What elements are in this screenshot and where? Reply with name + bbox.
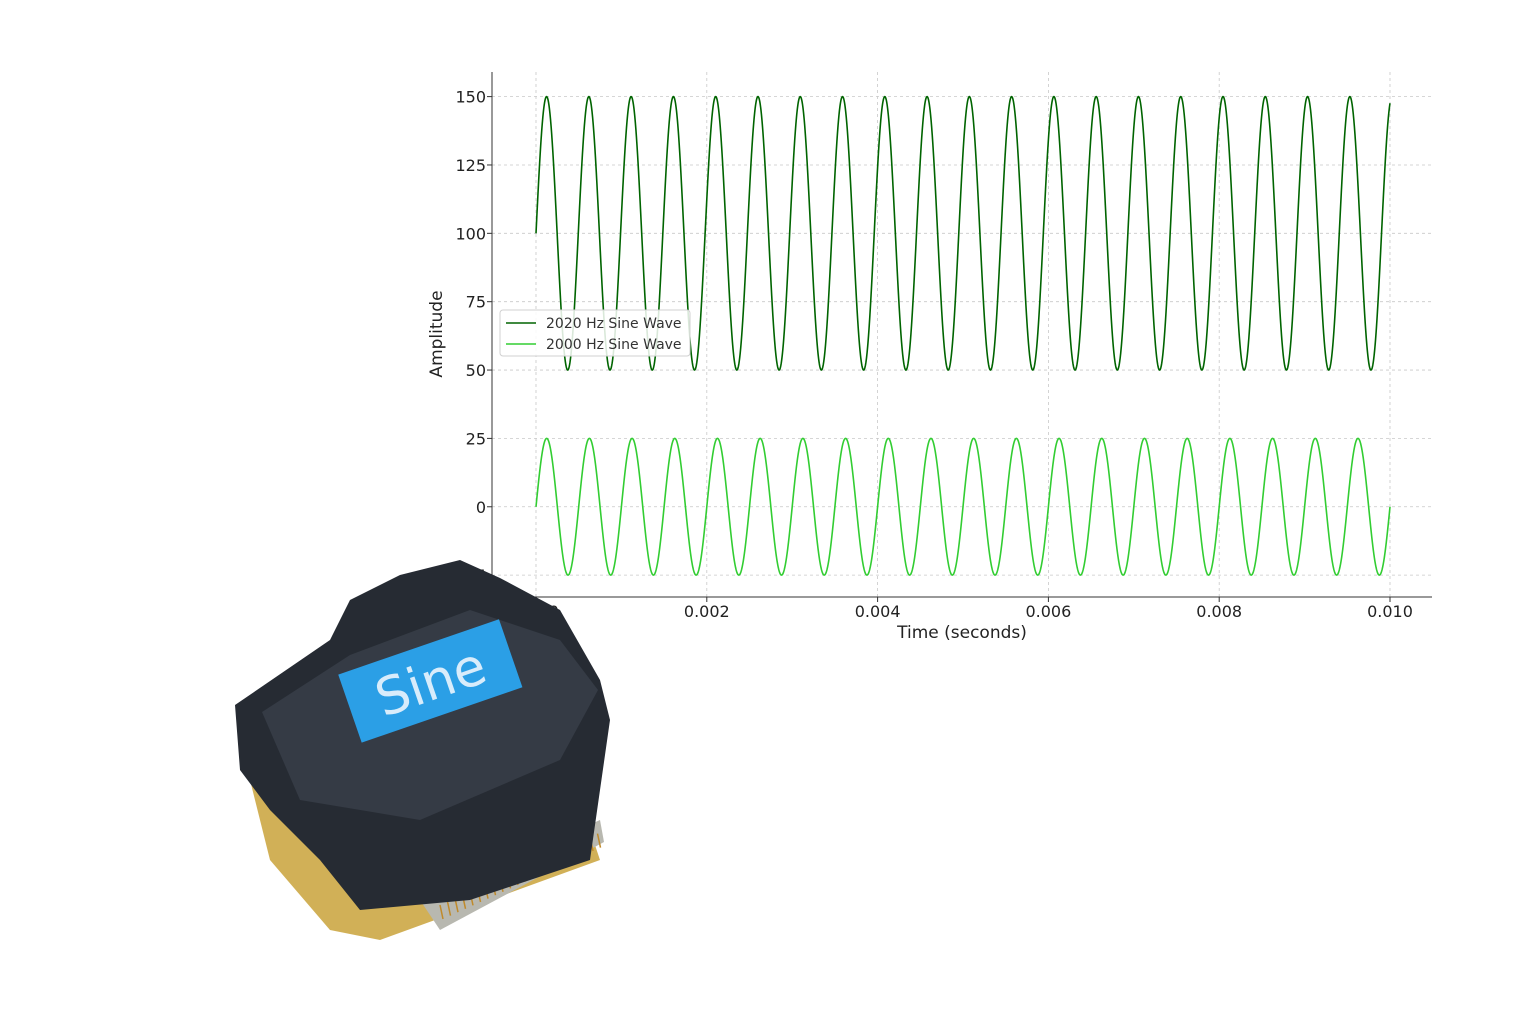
y-tick-label: 100 [455,224,486,243]
connector-pin [446,901,452,916]
x-tick-label: 0.002 [684,602,730,621]
x-tick-label: 0.004 [855,602,901,621]
y-tick-label: 0 [476,498,486,517]
y-tick-label: 125 [455,156,486,175]
series-line-0 [535,95,1391,371]
device-label-rect [338,619,523,743]
y-tick-label: 50 [466,361,486,380]
device-photo: Sine [235,560,610,940]
x-tick-label: 0.008 [1196,602,1242,621]
legend-label-0: 2020 Hz Sine Wave [546,316,682,332]
y-axis-label: Amplitude [427,290,447,377]
y-tick-label: 75 [466,293,486,312]
legend-box [499,309,691,357]
series-line-1 [535,437,1391,576]
x-axis-label: Time (seconds) [896,623,1027,643]
x-tick-label: 0.010 [1367,602,1413,621]
axes-layer [491,72,1432,598]
connector-pin [596,833,602,848]
legend-items: 2020 Hz Sine Wave 2000 Hz Sine Wave [506,316,682,353]
series-layer [535,95,1391,576]
legend: 2020 Hz Sine Wave 2000 Hz Sine Wave [499,309,691,357]
connector-pin [439,904,444,920]
y-tick-label: 25 [466,429,486,448]
legend-label-1: 2000 Hz Sine Wave [546,337,682,353]
x-tick-label: 0.006 [1025,602,1071,621]
y-tick-label: 150 [455,88,486,107]
